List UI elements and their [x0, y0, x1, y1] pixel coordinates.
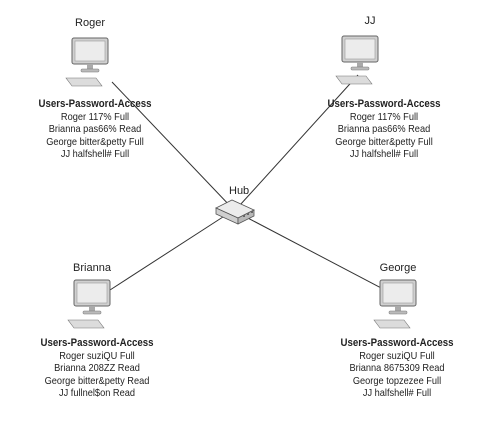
access-table-title: Users-Password-Access [38, 98, 152, 110]
access-entry: JJ fullnel$on Read [58, 387, 136, 399]
access-entry: Brianna pas66% Read [337, 123, 431, 135]
link-brianna-hub [109, 214, 227, 291]
access-table-george: Users-Password-Access Roger suziQU Full … [327, 337, 468, 400]
hub-label: Hub [229, 185, 250, 197]
link-roger-hub [111, 81, 233, 209]
desktop-computer-icon [67, 279, 111, 329]
access-entry: Roger suziQU Full [359, 349, 435, 362]
access-entry: George bitter&petty Full [335, 135, 433, 148]
access-table-title: Users-Password-Access [327, 98, 441, 110]
access-table-title: Users-Password-Access [340, 337, 454, 349]
access-entry: George topzezee Full [352, 374, 442, 387]
host-name-jj: JJ [364, 15, 376, 27]
access-table-jj: Users-Password-Access Roger 117% Full Br… [314, 98, 455, 161]
host-name-brianna: Brianna [73, 262, 111, 274]
access-entry: George bitter&petty Full [46, 135, 144, 148]
host-name-roger: Roger [75, 17, 105, 29]
access-entry: Roger suziQU Full [59, 349, 135, 362]
access-table-roger: Users-Password-Access Roger 117% Full Br… [25, 98, 166, 161]
access-table-title: Users-Password-Access [40, 337, 154, 349]
link-jj-hub [239, 74, 359, 206]
access-table-brianna: Users-Password-Access Roger suziQU Full … [27, 337, 168, 400]
access-entry: JJ halfshell# Full [60, 148, 130, 160]
access-entry: JJ halfshell# Full [362, 387, 432, 399]
network-hub-icon [215, 199, 255, 225]
desktop-computer-icon [335, 35, 379, 85]
access-entry: Brianna 8675309 Read [349, 362, 445, 374]
desktop-computer-icon [65, 37, 109, 87]
access-entry: Roger 117% Full [60, 110, 130, 123]
access-entry: Brianna pas66% Read [48, 123, 142, 135]
link-george-hub [243, 215, 386, 291]
host-name-george: George [379, 262, 417, 274]
access-entry: Brianna 208ZZ Read [54, 362, 140, 374]
access-entry: Roger 117% Full [349, 110, 419, 123]
desktop-computer-icon [373, 279, 417, 329]
access-entry: George bitter&petty Read [44, 374, 150, 387]
access-entry: JJ halfshell# Full [349, 148, 419, 160]
